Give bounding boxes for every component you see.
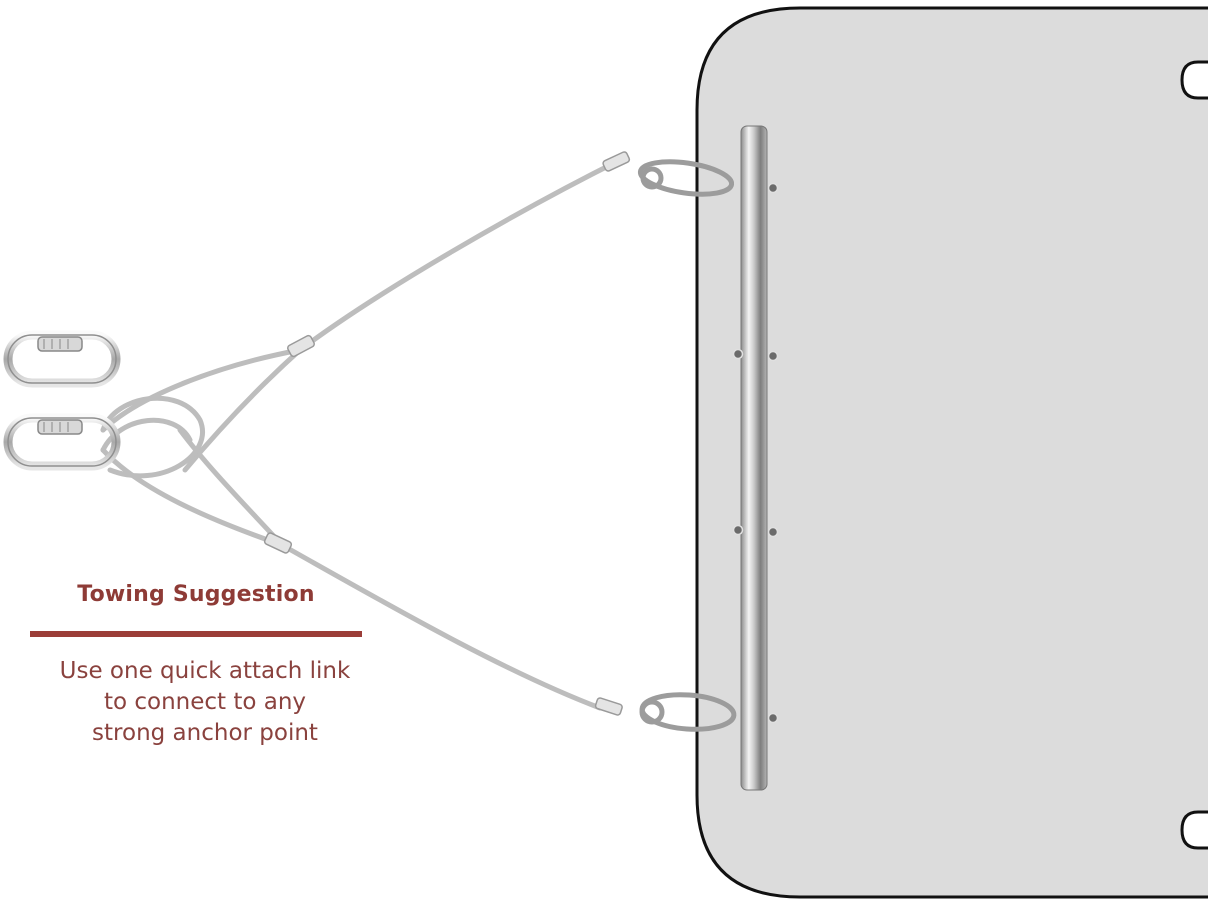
- panel-notch-bottom: [1180, 810, 1208, 850]
- panel-notch-top: [1180, 60, 1208, 100]
- quick-link-icon: [3, 330, 121, 388]
- caption-divider: [30, 631, 362, 637]
- caption-body: Use one quick attach link to connect to …: [30, 656, 380, 749]
- caption-line: to connect to any: [103, 689, 307, 715]
- tow-bar: [740, 125, 768, 791]
- caption-line: strong anchor point: [92, 720, 318, 746]
- bar-bolts: [732, 182, 779, 724]
- sled-panel: [695, 6, 1208, 899]
- shackle-bottom: [639, 692, 737, 732]
- tow-cable: [100, 157, 623, 711]
- shackle-top: [637, 159, 735, 197]
- caption-line: Use one quick attach link: [59, 658, 351, 684]
- cable-ferrules: [263, 151, 631, 716]
- caption-title: Towing Suggestion: [77, 582, 315, 607]
- quick-link-icon: [3, 413, 121, 471]
